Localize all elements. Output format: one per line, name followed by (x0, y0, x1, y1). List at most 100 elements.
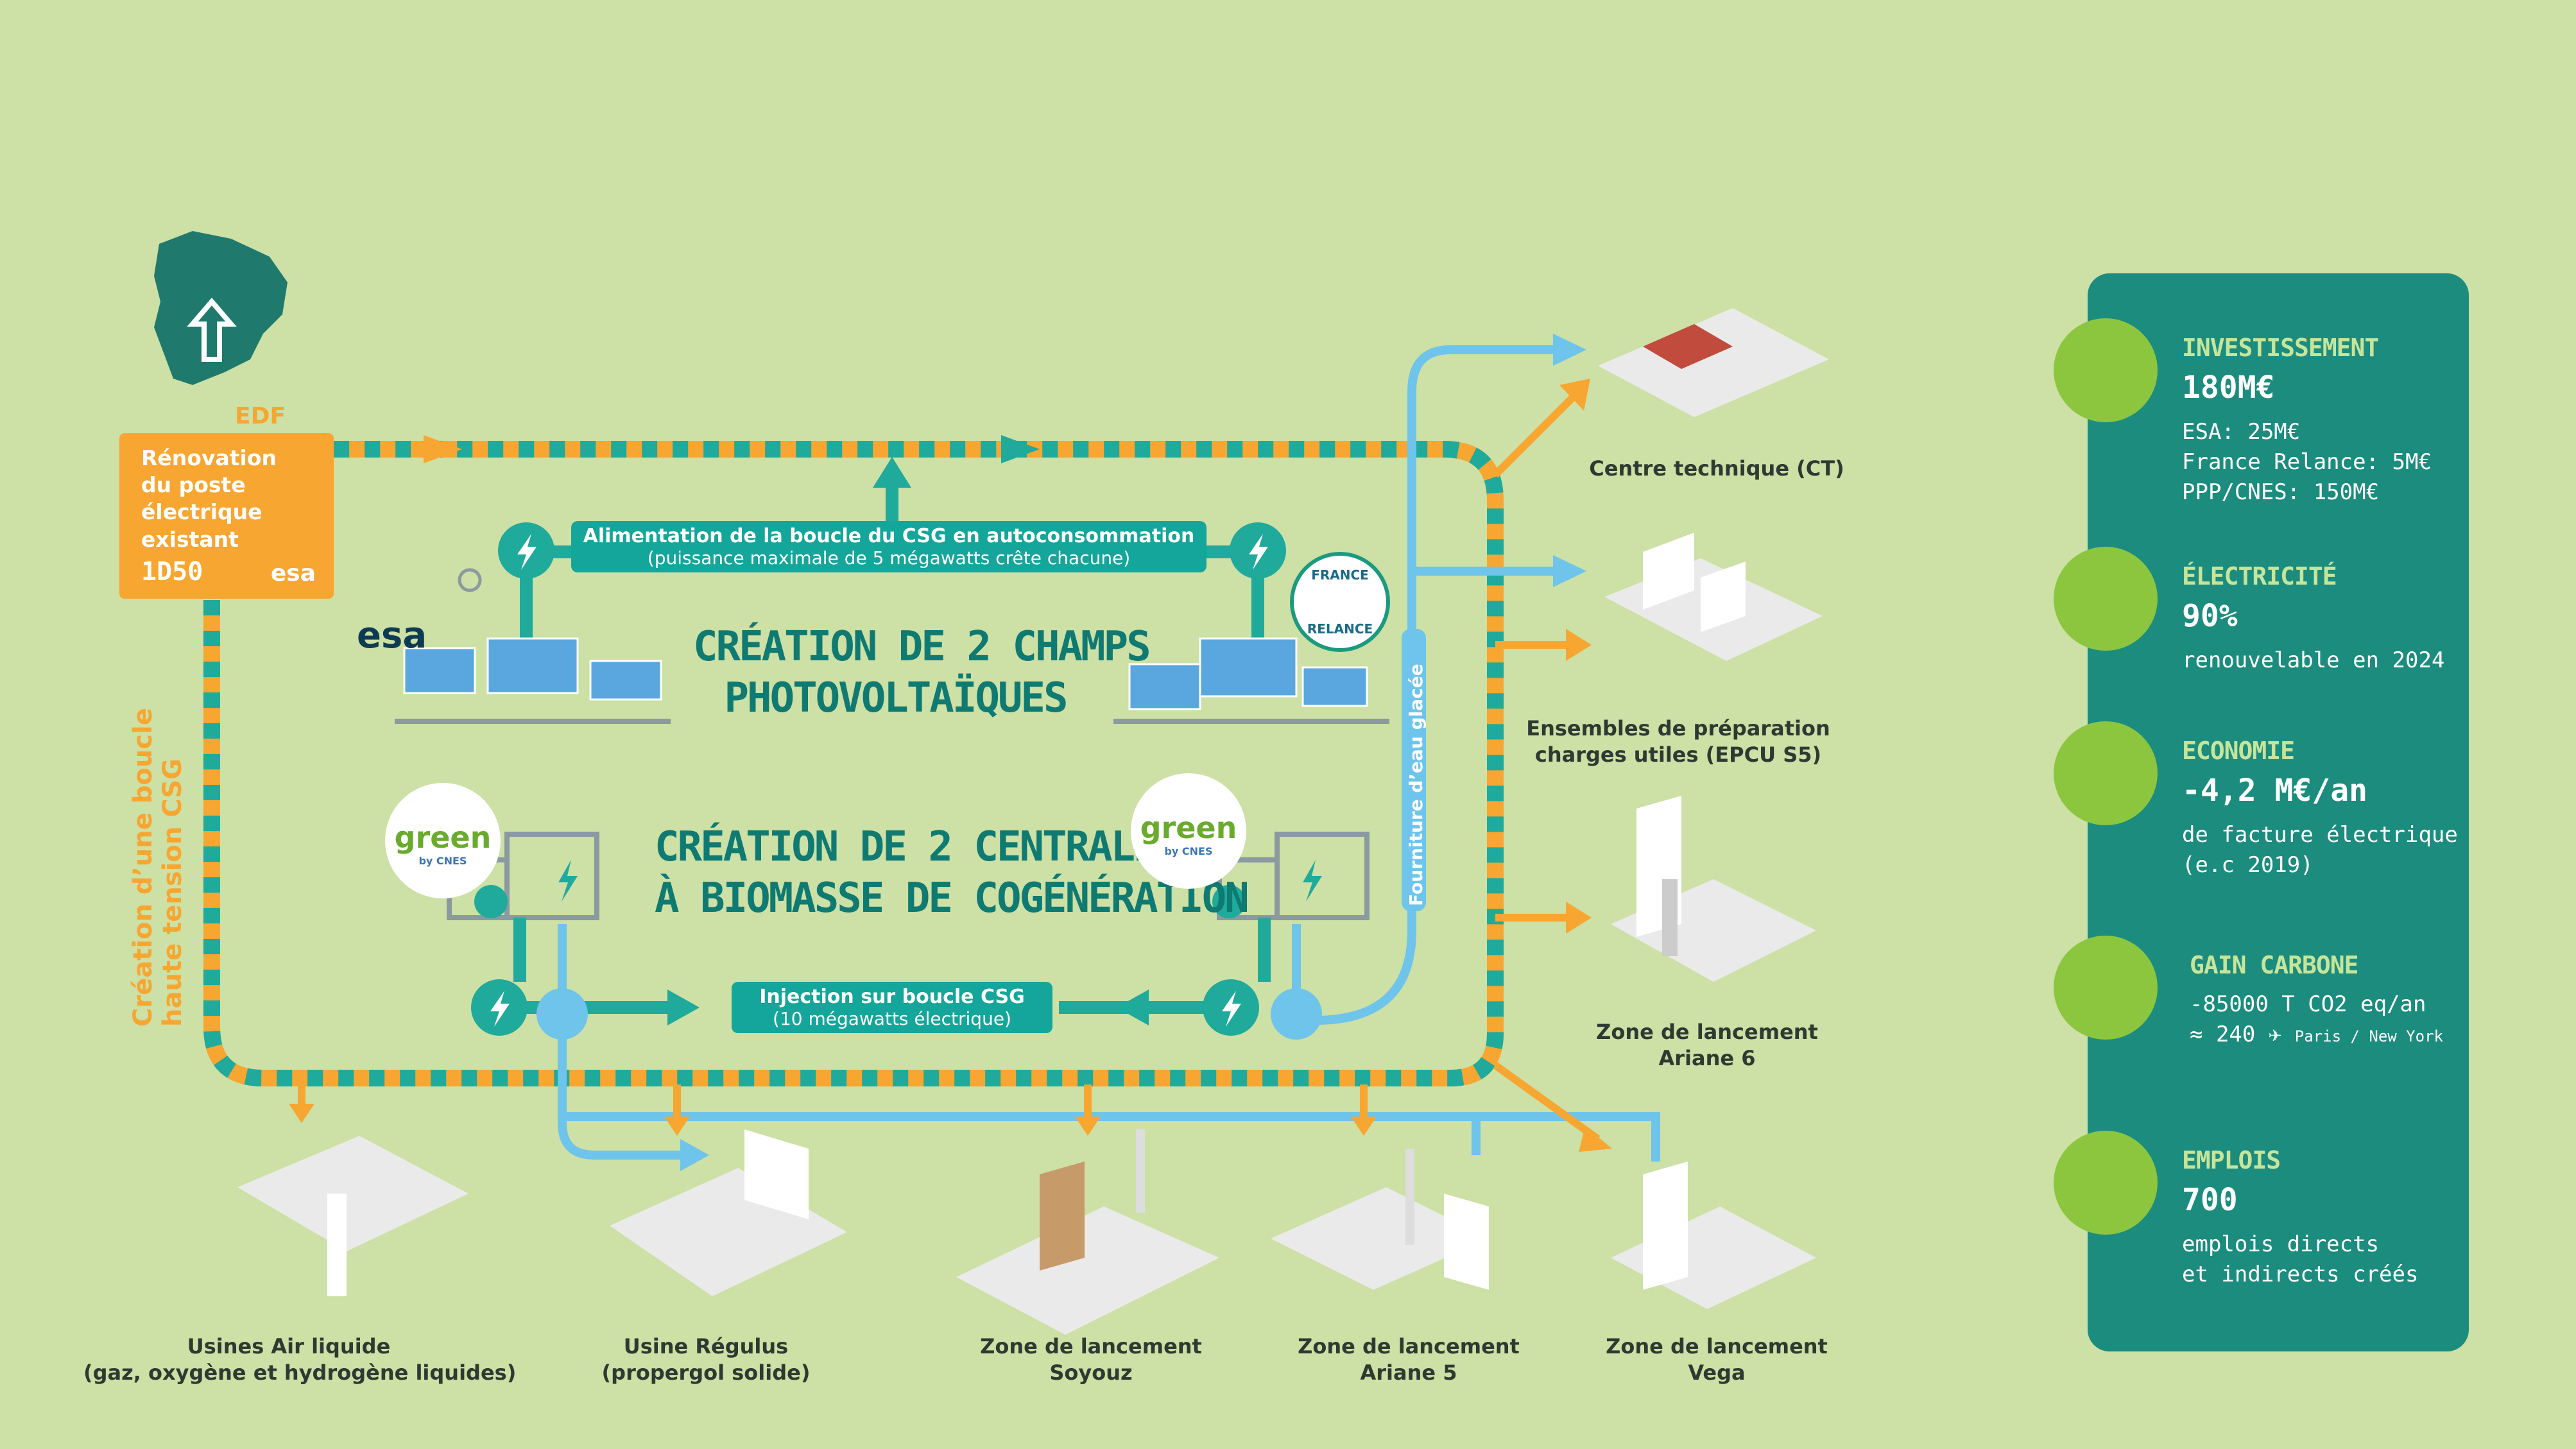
stat-title: GAIN CARBONE (2190, 951, 2359, 979)
pv-heading: CRÉATION DE 2 CHAMPS PHOTOVOLTAÏQUES (693, 621, 1151, 724)
green-logo-by: by CNES (1164, 845, 1213, 857)
stat-title: ECONOMIE (2182, 737, 2295, 765)
edf-tag: EDF (235, 403, 286, 429)
stat-value: 700 (2182, 1182, 2238, 1218)
building-vega (1611, 1162, 1816, 1309)
pv-heading-line: PHOTOVOLTAÏQUES (724, 674, 1069, 722)
stat-sub: -85000 T CO2 eq/an ≈ 240 ✈ Paris / New Y… (2190, 990, 2443, 1050)
stat-sub: de facture électrique (e.c 2019) (2182, 820, 2458, 880)
edf-line: du poste (141, 472, 246, 498)
label-line: Usines Air liquide (187, 1334, 391, 1359)
stat-value: 90% (2182, 598, 2238, 634)
france-relance-top: FRANCE (1311, 567, 1369, 583)
stat-value: -85000 T CO2 eq/an (2190, 991, 2426, 1017)
stat-sub: ESA: 25M€ France Relance: 5M€ PPP/CNES: … (2182, 417, 2432, 508)
solar-field-right (1128, 637, 1368, 710)
hv-loop (203, 441, 1504, 1086)
chilled-water-label: Fourniture d’eau glacée (1405, 664, 1427, 906)
coins-down-icon (2054, 721, 2158, 825)
stat-line: France Relance: 5M€ (2182, 449, 2432, 475)
biomass-heading: CRÉATION DE 2 CENTRALES À BIOMASSE DE CO… (655, 821, 1249, 924)
label-ct: Centre technique (CT) (1540, 456, 1893, 482)
stat-title: EMPLOIS (2182, 1146, 2281, 1174)
pv-supply-label: Alimentation de la boucle du CSG en auto… (571, 521, 1206, 572)
stat-title: ÉLECTRICITÉ (2182, 562, 2337, 590)
label-ariane5: Zone de lancement Ariane 5 (1267, 1333, 1550, 1386)
stat-line: (e.c 2019) (2182, 852, 2314, 878)
label-line: Zone de lancement (1298, 1334, 1520, 1359)
label-epcu: Ensembles de préparation charges utiles … (1502, 716, 1855, 768)
sun-icon (458, 568, 482, 592)
injection-subtitle: (10 mégawatts électrique) (773, 1008, 1011, 1029)
edf-esa-logo: esa (270, 560, 316, 587)
green-logo-by: by CNES (418, 855, 467, 867)
building-airliquide (237, 1136, 468, 1296)
building-ct (1598, 308, 1829, 417)
green-cnes-logo-right: green by CNES (1131, 773, 1246, 889)
hv-loop-label-line: Création d’une boucle (128, 708, 158, 1027)
label-line: Ariane 6 (1658, 1045, 1756, 1070)
stat-line: de facture électrique (2182, 822, 2458, 848)
stat-sub: emplois directs et indirects créés (2182, 1230, 2418, 1290)
label-line: Ensembles de préparation (1526, 716, 1830, 741)
hv-loop-label: Création d’une boucle haute tension CSG (128, 708, 187, 1027)
biomass-heading-line: CRÉATION DE 2 CENTRALES (655, 823, 1181, 871)
stat-approx: ≈ 240 (2190, 1021, 2256, 1047)
label-line: Soyouz (1049, 1360, 1133, 1385)
up-arrow-icon (187, 297, 237, 362)
building-soyouz (956, 1129, 1219, 1335)
label-line: Zone de lancement (1606, 1334, 1828, 1359)
green-logo-text: green (1140, 810, 1237, 845)
solar-field-left (403, 637, 662, 701)
biomass-heading-line: À BIOMASSE DE COGÉNÉRATION (655, 875, 1249, 922)
label-line: Vega (1688, 1360, 1746, 1385)
label-regulus: Usine Régulus (propergol solide) (565, 1333, 847, 1386)
guyane-map (154, 231, 288, 385)
pv-heading-line: CRÉATION DE 2 CHAMPS (693, 623, 1151, 671)
piggy-bank-icon (2054, 318, 2158, 422)
worker-icon (2054, 1131, 2158, 1235)
label-vega: Zone de lancement Vega (1576, 1333, 1858, 1386)
building-regulus (610, 1129, 847, 1296)
stat-line: emplois directs (2182, 1231, 2380, 1257)
esa-logo: esa (357, 615, 427, 656)
label-line: Ariane 5 (1360, 1360, 1457, 1385)
edf-line: Rénovation (141, 445, 277, 470)
label-soyouz: Zone de lancement Soyouz (950, 1333, 1232, 1386)
stat-line: ESA: 25M€ (2182, 419, 2301, 445)
edf-renovation-box: Rénovation du poste électrique existant … (119, 433, 334, 599)
lightning-icon (2054, 547, 2158, 651)
edf-line: électrique (141, 499, 262, 525)
label-line: charges utiles (EPCU S5) (1534, 742, 1822, 767)
green-logo-text: green (394, 820, 492, 855)
label-ariane6: Zone de lancement Ariane 6 (1531, 1019, 1884, 1072)
injection-label: Injection sur boucle CSG (10 mégawatts é… (732, 982, 1052, 1033)
label-line: (gaz, oxygène et hydrogène liquides) (83, 1360, 517, 1385)
co2-footprint-icon (2054, 936, 2158, 1040)
label-line: Zone de lancement (1596, 1020, 1818, 1044)
stat-line: PPP/CNES: 150M€ (2182, 479, 2380, 505)
label-line: Zone de lancement (980, 1334, 1202, 1359)
stat-sub: renouvelable en 2024 (2182, 646, 2444, 676)
hv-loop-label-line: haute tension CSG (158, 759, 187, 1027)
label-line: (propergol solide) (601, 1360, 811, 1385)
pv-supply-subtitle: (puissance maximale de 5 mégawatts crête… (647, 547, 1131, 569)
stat-route: Paris / New York (2294, 1027, 2443, 1045)
edf-code: 1D50 (141, 556, 203, 587)
france-relance-bottom: RELANCE (1307, 621, 1373, 637)
label-line: Usine Régulus (623, 1334, 789, 1359)
green-cnes-logo-left: green by CNES (385, 783, 501, 898)
injection-title: Injection sur boucle CSG (759, 986, 1025, 1008)
edf-line: existant (141, 526, 239, 552)
pv-supply-title: Alimentation de la boucle du CSG en auto… (583, 525, 1195, 547)
stat-title: INVESTISSEMENT (2182, 334, 2379, 362)
building-epcu (1604, 533, 1823, 661)
stat-line: ≈ 240 ✈ Paris / New York (2190, 1021, 2443, 1047)
stat-line: et indirects créés (2182, 1261, 2419, 1287)
stat-value: -4,2 M€/an (2182, 773, 2367, 809)
stat-line: renouvelable en 2024 (2182, 647, 2445, 673)
label-airliquide: Usines Air liquide (gaz, oxygène et hydr… (83, 1333, 517, 1386)
building-ariane5 (1271, 1149, 1489, 1290)
building-ariane6 (1611, 796, 1816, 982)
